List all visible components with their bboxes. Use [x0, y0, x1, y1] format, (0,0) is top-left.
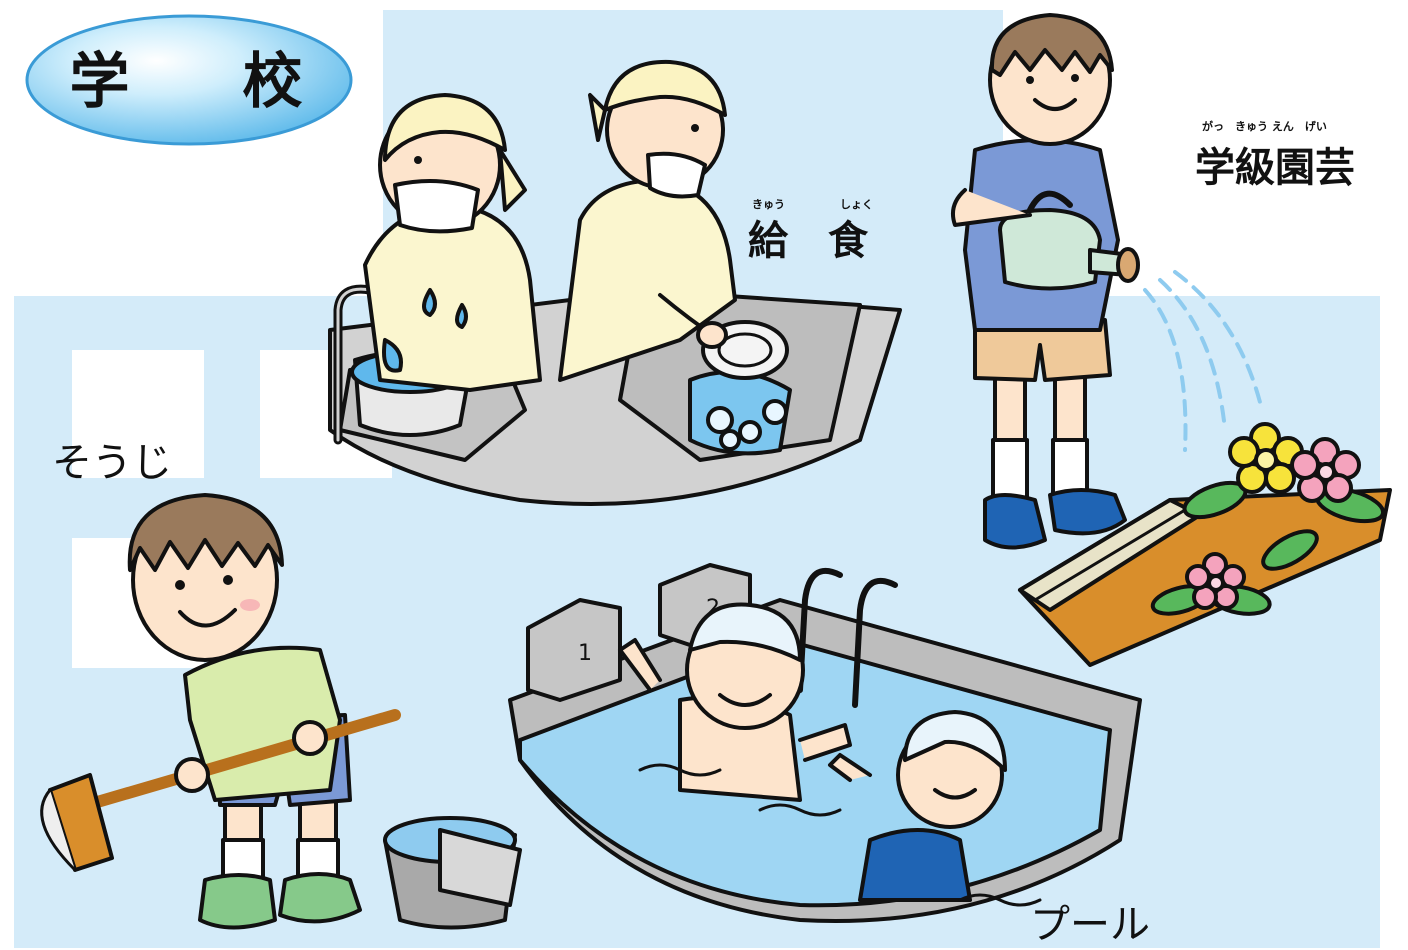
pool-scene: 1 2	[508, 563, 1142, 923]
gardening-label: 学級園芸	[1195, 145, 1355, 191]
cleaning-label: そうじ	[52, 440, 172, 486]
lunch-ruby-2: しょく	[840, 198, 873, 211]
title-badge	[25, 14, 353, 146]
pool-label: プール	[1030, 902, 1150, 948]
page-title: 学 校	[69, 46, 349, 117]
lunch-scene	[328, 59, 902, 506]
window-pane	[72, 350, 204, 478]
lunch-label: 給 食	[748, 218, 868, 264]
lane-number-1: 1	[578, 641, 592, 666]
lunch-ruby-1: きゅう	[752, 198, 785, 211]
cleaning-scene	[40, 493, 522, 930]
gardening-scene	[951, 13, 1392, 667]
gardening-ruby: がっ きゅう えん げい	[1202, 120, 1327, 133]
